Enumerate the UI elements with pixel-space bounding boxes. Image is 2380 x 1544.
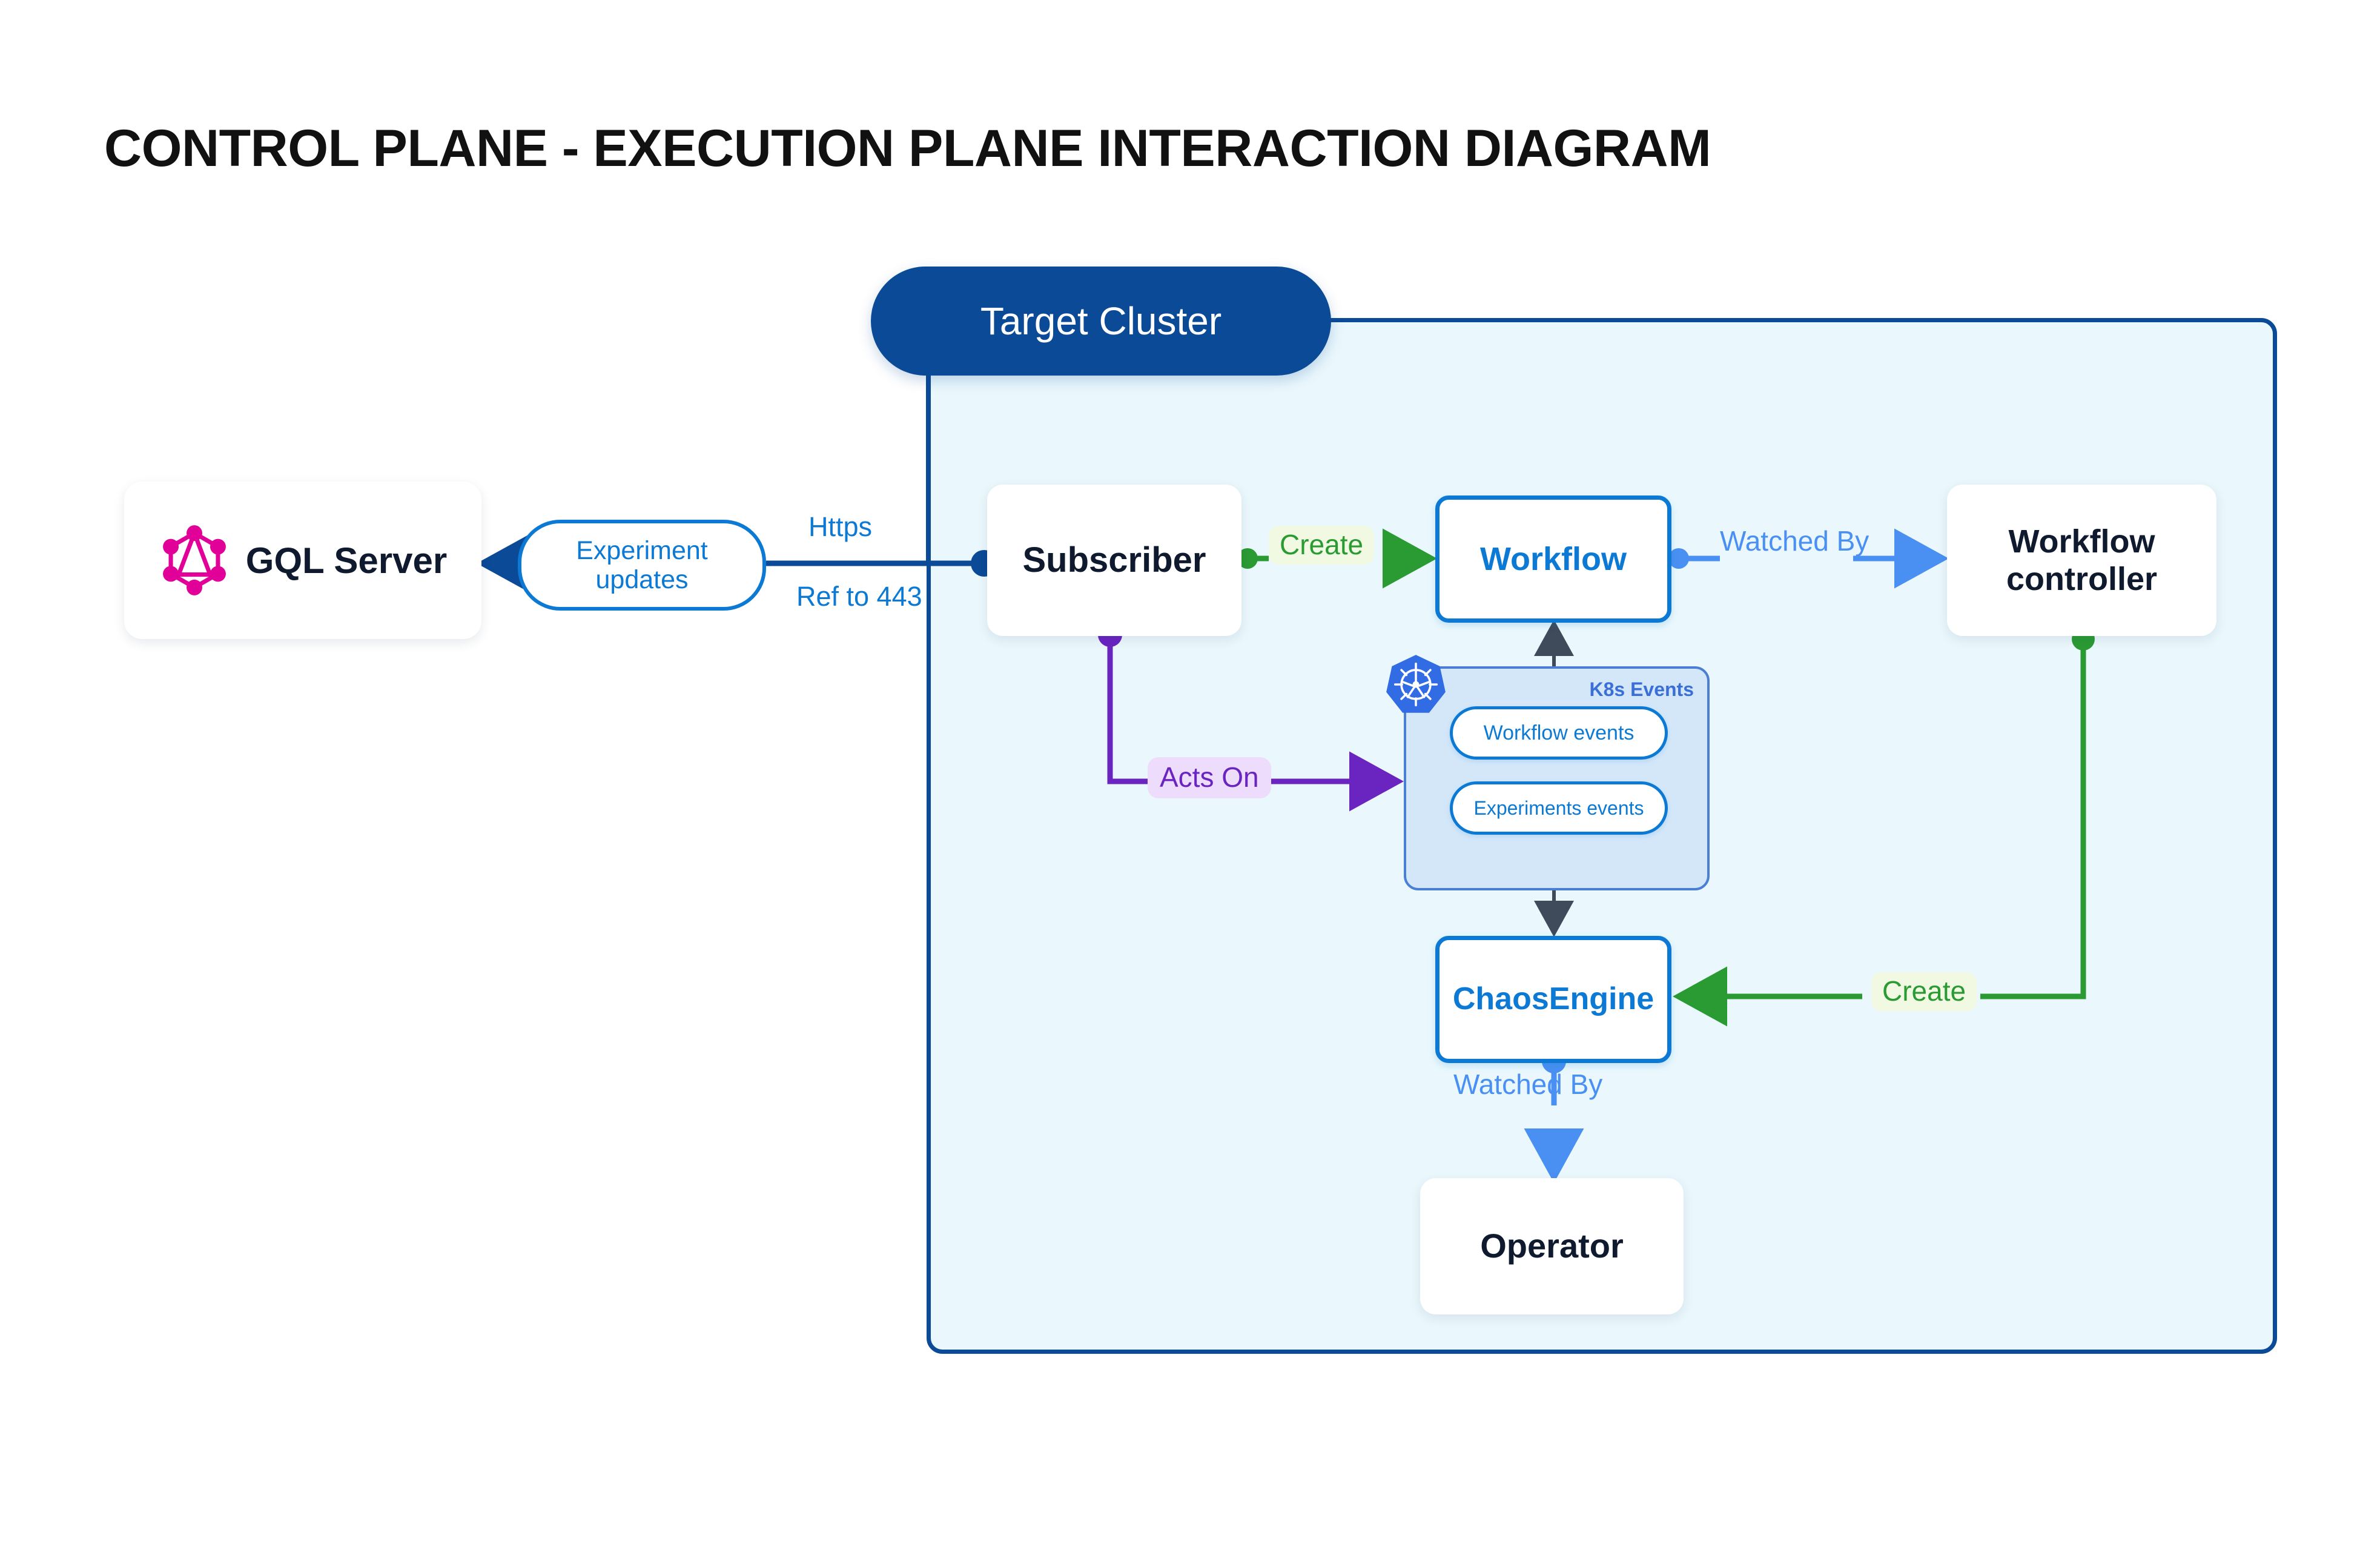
edge-label-create-chaosengine: Create xyxy=(1871,972,1977,1011)
node-label-subscriber: Subscriber xyxy=(1022,540,1206,580)
node-gql-server[interactable]: GQL Server xyxy=(124,482,481,639)
edge-label-create-workflow: Create xyxy=(1269,526,1375,565)
graphql-icon xyxy=(162,525,226,595)
target-cluster-badge[interactable]: Target Cluster xyxy=(871,267,1331,376)
node-operator[interactable]: Operator xyxy=(1420,1178,1684,1314)
node-workflow-controller[interactable]: Workflow controller xyxy=(1947,485,2216,636)
node-label-workflow: Workflow xyxy=(1480,540,1627,577)
edge-label-https: Https xyxy=(808,511,873,542)
k8s-events-group: K8s Events Workflow events Experiments e… xyxy=(1386,655,1710,890)
edge-label-watched-by-operator: Watched By xyxy=(1453,1069,1603,1100)
node-subscriber[interactable]: Subscriber xyxy=(987,485,1241,636)
node-chaosengine[interactable]: ChaosEngine xyxy=(1435,936,1671,1063)
edge-label-watched-by-workflow: Watched By xyxy=(1720,525,1869,557)
k8s-pill-workflow-events[interactable]: Workflow events xyxy=(1450,706,1668,760)
k8s-events-title: K8s Events xyxy=(1589,678,1694,700)
edge-label-acts-on: Acts On xyxy=(1148,757,1271,798)
node-label-gql-server: GQL Server xyxy=(245,540,448,581)
kubernetes-icon xyxy=(1386,655,1446,713)
page-title: CONTROL PLANE - EXECUTION PLANE INTERACT… xyxy=(104,119,1711,177)
edge-label-experiment-updates-line2: updates xyxy=(595,565,689,594)
node-label-workflow-controller-line1: Workflow xyxy=(2008,523,2155,560)
edge-label-experiment-updates: Experiment updates xyxy=(518,520,766,611)
node-label-workflow-controller-line2: controller xyxy=(2006,561,2158,597)
node-label-chaosengine: ChaosEngine xyxy=(1452,981,1654,1017)
node-workflow[interactable]: Workflow xyxy=(1435,495,1671,623)
target-cluster-badge-label: Target Cluster xyxy=(980,299,1222,343)
node-label-operator: Operator xyxy=(1480,1227,1624,1265)
edge-label-ref-to-443: Ref to 443 xyxy=(796,581,922,612)
k8s-pill-experiments-events[interactable]: Experiments events xyxy=(1450,781,1668,835)
edge-label-experiment-updates-line1: Experiment xyxy=(576,535,708,565)
